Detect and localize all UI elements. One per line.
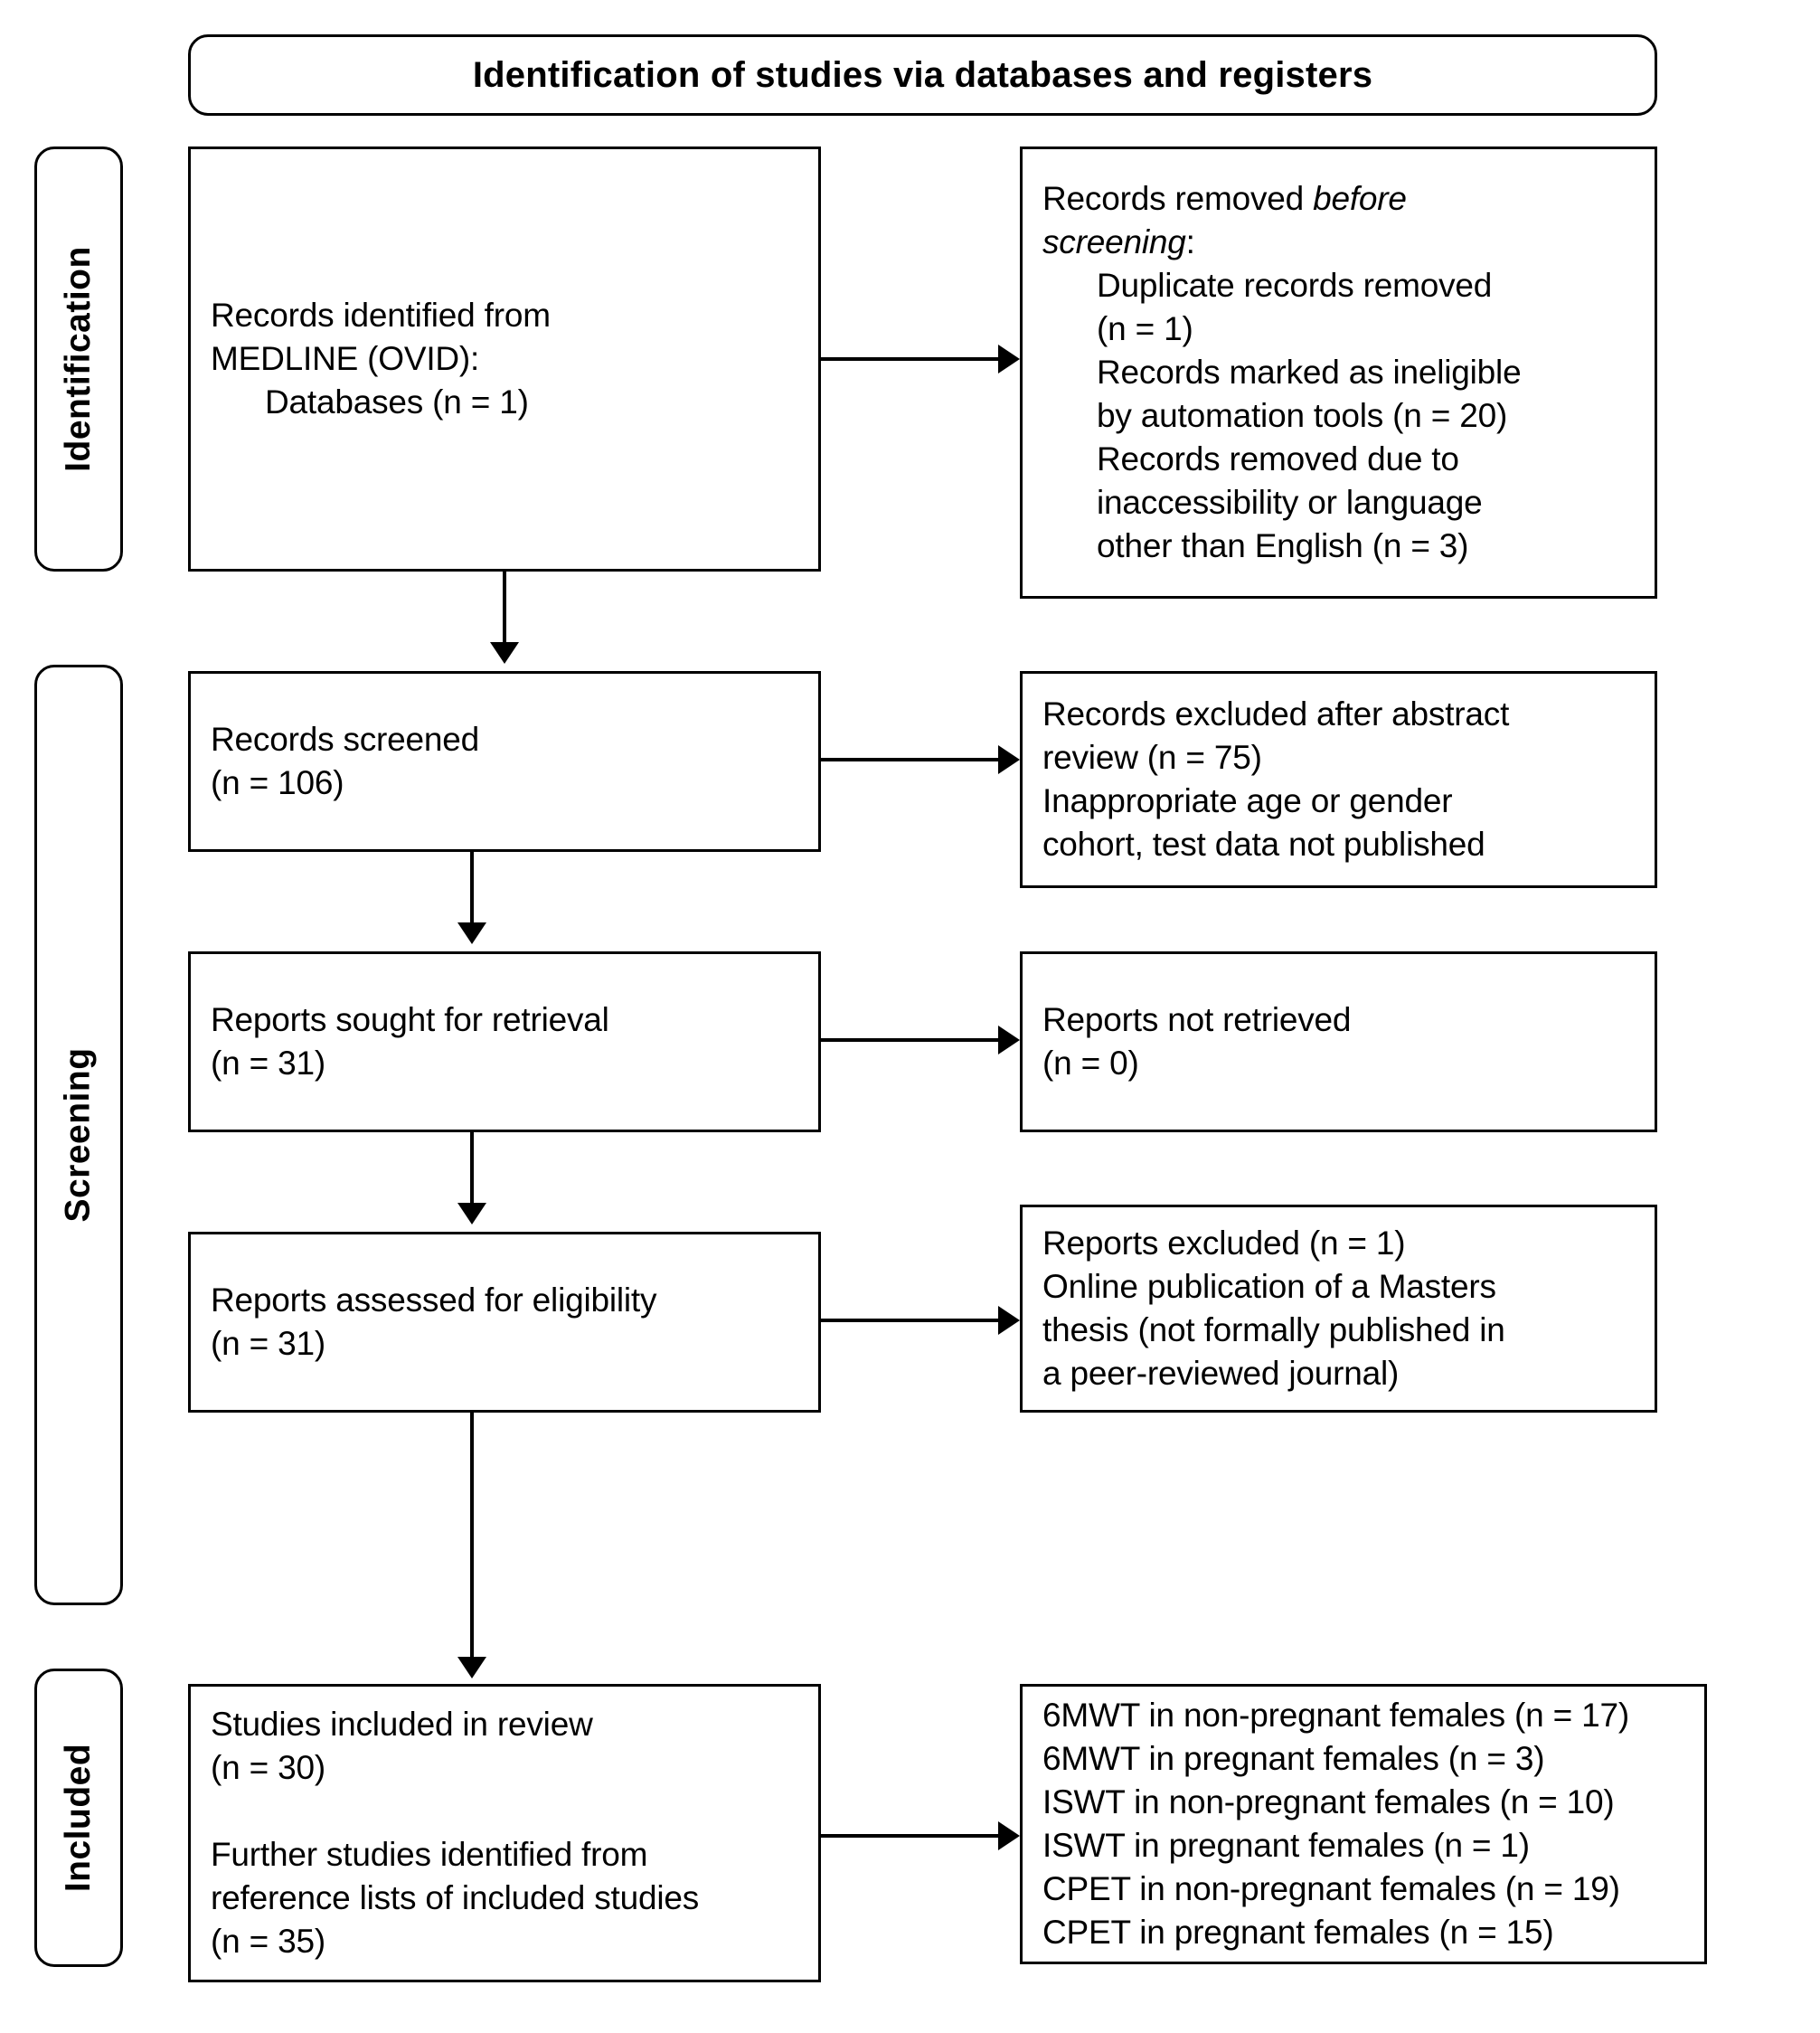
records-removed-line-6: by automation tools (n = 20) bbox=[1097, 397, 1508, 435]
records-removed-line-5: Records marked as ineligible bbox=[1097, 353, 1522, 391]
box-records-excluded: Records excluded after abstract review (… bbox=[1020, 671, 1657, 888]
arrow-screened-to-excluded-icon bbox=[998, 745, 1020, 774]
box-reports-not-retrieved: Reports not retrieved (n = 0) bbox=[1020, 951, 1657, 1132]
studies-included-line-4: Further studies identified from bbox=[211, 1836, 648, 1873]
stage-label-identification: Identification bbox=[59, 246, 99, 472]
connector-screened-to-sought bbox=[470, 852, 474, 922]
studies-included-line-3 bbox=[211, 1790, 798, 1833]
records-identified-line-2: MEDLINE (OVID): bbox=[211, 339, 480, 377]
records-excluded-line-3: Inappropriate age or gender bbox=[1042, 782, 1453, 819]
box-reports-sought-for-retrieval: Reports sought for retrieval (n = 31) bbox=[188, 951, 821, 1132]
connector-sought-to-assessed bbox=[470, 1132, 474, 1203]
connector-screened-to-excluded bbox=[821, 758, 998, 761]
connector-assessed-to-reports-excluded bbox=[821, 1319, 998, 1322]
study-breakdown-line-4: ISWT in pregnant females (n = 1) bbox=[1042, 1827, 1530, 1864]
diagram-header-banner: Identification of studies via databases … bbox=[188, 34, 1657, 116]
records-removed-line-1-prefix: Records removed bbox=[1042, 179, 1314, 217]
reports-excluded-line-4: a peer-reviewed journal) bbox=[1042, 1355, 1400, 1393]
records-removed-line-9: other than English (n = 3) bbox=[1097, 527, 1469, 565]
diagram-title: Identification of studies via databases … bbox=[472, 54, 1373, 95]
reports-not-retrieved-line-2: (n = 0) bbox=[1042, 1045, 1139, 1082]
records-removed-line-1: Records removed before bbox=[1042, 177, 1635, 221]
records-removed-line-3: Duplicate records removed bbox=[1097, 266, 1493, 304]
reports-excluded-line-3: thesis (not formally published in bbox=[1042, 1311, 1505, 1348]
reports-sought-line-1: Reports sought for retrieval bbox=[211, 1000, 609, 1038]
studies-included-line-5: reference lists of included studies bbox=[211, 1879, 700, 1917]
records-removed-line-8: inaccessibility or language bbox=[1097, 484, 1483, 522]
arrow-assessed-to-included-icon bbox=[457, 1657, 486, 1678]
box-records-screened: Records screened (n = 106) bbox=[188, 671, 821, 852]
reports-assessed-line-2: (n = 31) bbox=[211, 1325, 325, 1362]
study-breakdown-line-6: CPET in pregnant females (n = 15) bbox=[1042, 1914, 1554, 1952]
records-excluded-line-2: review (n = 75) bbox=[1042, 738, 1262, 776]
stage-pill-identification: Identification bbox=[34, 147, 123, 572]
reports-sought-line-2: (n = 31) bbox=[211, 1045, 325, 1082]
arrow-included-to-breakdown-icon bbox=[998, 1821, 1020, 1850]
box-reports-excluded: Reports excluded (n = 1) Online publicat… bbox=[1020, 1205, 1657, 1413]
arrow-screened-to-sought-icon bbox=[457, 922, 486, 944]
records-screened-line-2: (n = 106) bbox=[211, 764, 344, 801]
stage-label-screening: Screening bbox=[59, 1047, 99, 1223]
stage-pill-screening: Screening bbox=[34, 665, 123, 1605]
study-breakdown-line-3: ISWT in non-pregnant females (n = 10) bbox=[1042, 1782, 1615, 1820]
study-breakdown-line-5: CPET in non-pregnant females (n = 19) bbox=[1042, 1870, 1620, 1908]
reports-excluded-line-2: Online publication of a Masters bbox=[1042, 1267, 1496, 1305]
records-identified-line-1: Records identified from bbox=[211, 296, 551, 334]
connector-identified-to-removed bbox=[821, 357, 998, 361]
box-reports-assessed-for-eligibility: Reports assessed for eligibility (n = 31… bbox=[188, 1232, 821, 1413]
stage-pill-included: Included bbox=[34, 1669, 123, 1967]
records-removed-line-4: (n = 1) bbox=[1097, 309, 1193, 347]
arrow-identified-to-screened-icon bbox=[490, 642, 519, 664]
box-study-breakdown: 6MWT in non-pregnant females (n = 17) 6M… bbox=[1020, 1684, 1707, 1964]
records-excluded-line-4: cohort, test data not published bbox=[1042, 826, 1485, 864]
study-breakdown-line-1: 6MWT in non-pregnant females (n = 17) bbox=[1042, 1696, 1629, 1734]
records-removed-line-2-emphasis: screening bbox=[1042, 222, 1186, 260]
connector-assessed-to-included bbox=[470, 1413, 474, 1657]
box-records-removed-before-screening: Records removed before screening: Duplic… bbox=[1020, 147, 1657, 599]
records-removed-line-1-emphasis: before bbox=[1313, 179, 1407, 217]
stage-label-included: Included bbox=[59, 1743, 98, 1893]
connector-included-to-breakdown bbox=[821, 1834, 998, 1838]
connector-identified-to-screened bbox=[503, 572, 506, 642]
study-breakdown-line-2: 6MWT in pregnant females (n = 3) bbox=[1042, 1739, 1545, 1777]
arrow-identified-to-removed-icon bbox=[998, 345, 1020, 374]
arrow-assessed-to-reports-excluded-icon bbox=[998, 1306, 1020, 1335]
records-removed-line-2: screening: bbox=[1042, 221, 1635, 264]
connector-sought-to-not-retrieved bbox=[821, 1038, 998, 1042]
records-removed-line-2-tail: : bbox=[1185, 222, 1195, 260]
records-identified-line-3: Databases (n = 1) bbox=[265, 383, 529, 421]
studies-included-line-6: (n = 35) bbox=[211, 1923, 325, 1961]
box-records-identified: Records identified from MEDLINE (OVID): … bbox=[188, 147, 821, 572]
records-screened-line-1: Records screened bbox=[211, 720, 480, 758]
box-studies-included-in-review: Studies included in review (n = 30) Furt… bbox=[188, 1684, 821, 1982]
reports-assessed-line-1: Reports assessed for eligibility bbox=[211, 1281, 657, 1319]
arrow-sought-to-assessed-icon bbox=[457, 1203, 486, 1225]
studies-included-line-2: (n = 30) bbox=[211, 1748, 325, 1786]
studies-included-line-1: Studies included in review bbox=[211, 1705, 593, 1743]
reports-excluded-line-1: Reports excluded (n = 1) bbox=[1042, 1224, 1406, 1262]
reports-not-retrieved-line-1: Reports not retrieved bbox=[1042, 1000, 1352, 1038]
records-removed-line-7: Records removed due to bbox=[1097, 440, 1459, 478]
arrow-sought-to-not-retrieved-icon bbox=[998, 1026, 1020, 1054]
records-excluded-line-1: Records excluded after abstract bbox=[1042, 695, 1510, 733]
